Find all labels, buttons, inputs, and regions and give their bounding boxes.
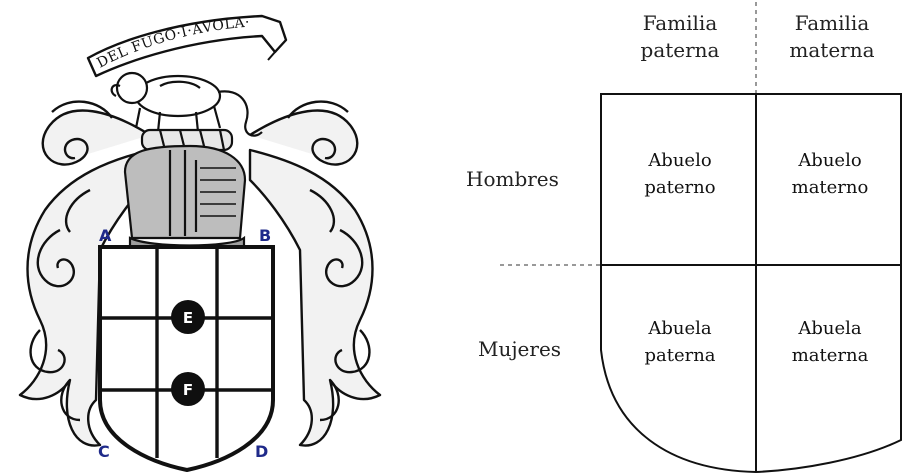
header-paterna-line1: Familia <box>643 11 718 35</box>
row-label-hombres: Hombres <box>466 167 559 191</box>
cell-abuelo-materno-line1: Abuelo <box>797 150 861 171</box>
point-f-label: F <box>183 381 193 399</box>
corner-label-d: D <box>255 442 268 461</box>
cell-abuelo-materno-line2: materno <box>792 177 869 198</box>
cell-abuelo-paterno-line1: Abuelo <box>647 150 711 171</box>
corner-label-b: B <box>259 226 271 245</box>
row-label-mujeres: Mujeres <box>478 337 561 361</box>
header-materna-line2: materna <box>789 38 874 62</box>
shield <box>100 247 273 470</box>
cell-abuelo-paterno-line2: paterno <box>644 177 715 198</box>
cell-abuela-paterna-line1: Abuela <box>647 318 712 339</box>
cell-abuela-materna-line1: Abuela <box>797 318 862 339</box>
point-f: F <box>171 372 205 406</box>
point-e: E <box>171 300 205 334</box>
header-paterna-line2: paterna <box>641 38 720 62</box>
corner-label-c: C <box>98 442 110 461</box>
motto-ribbon: DEL FUGO·I·AVOLA· <box>88 15 286 76</box>
helmet <box>125 146 245 250</box>
corner-label-a: A <box>99 226 112 245</box>
point-e-label: E <box>183 309 193 327</box>
cell-abuela-paterna-line2: paterna <box>644 345 715 366</box>
header-materna-line1: Familia <box>795 11 870 35</box>
coat-of-arms: DEL FUGO·I·AVOLA· <box>20 15 380 470</box>
quarter-diagram: Familia paterna Familia materna Hombres … <box>466 2 901 472</box>
cell-abuela-materna-line2: materna <box>792 345 869 366</box>
